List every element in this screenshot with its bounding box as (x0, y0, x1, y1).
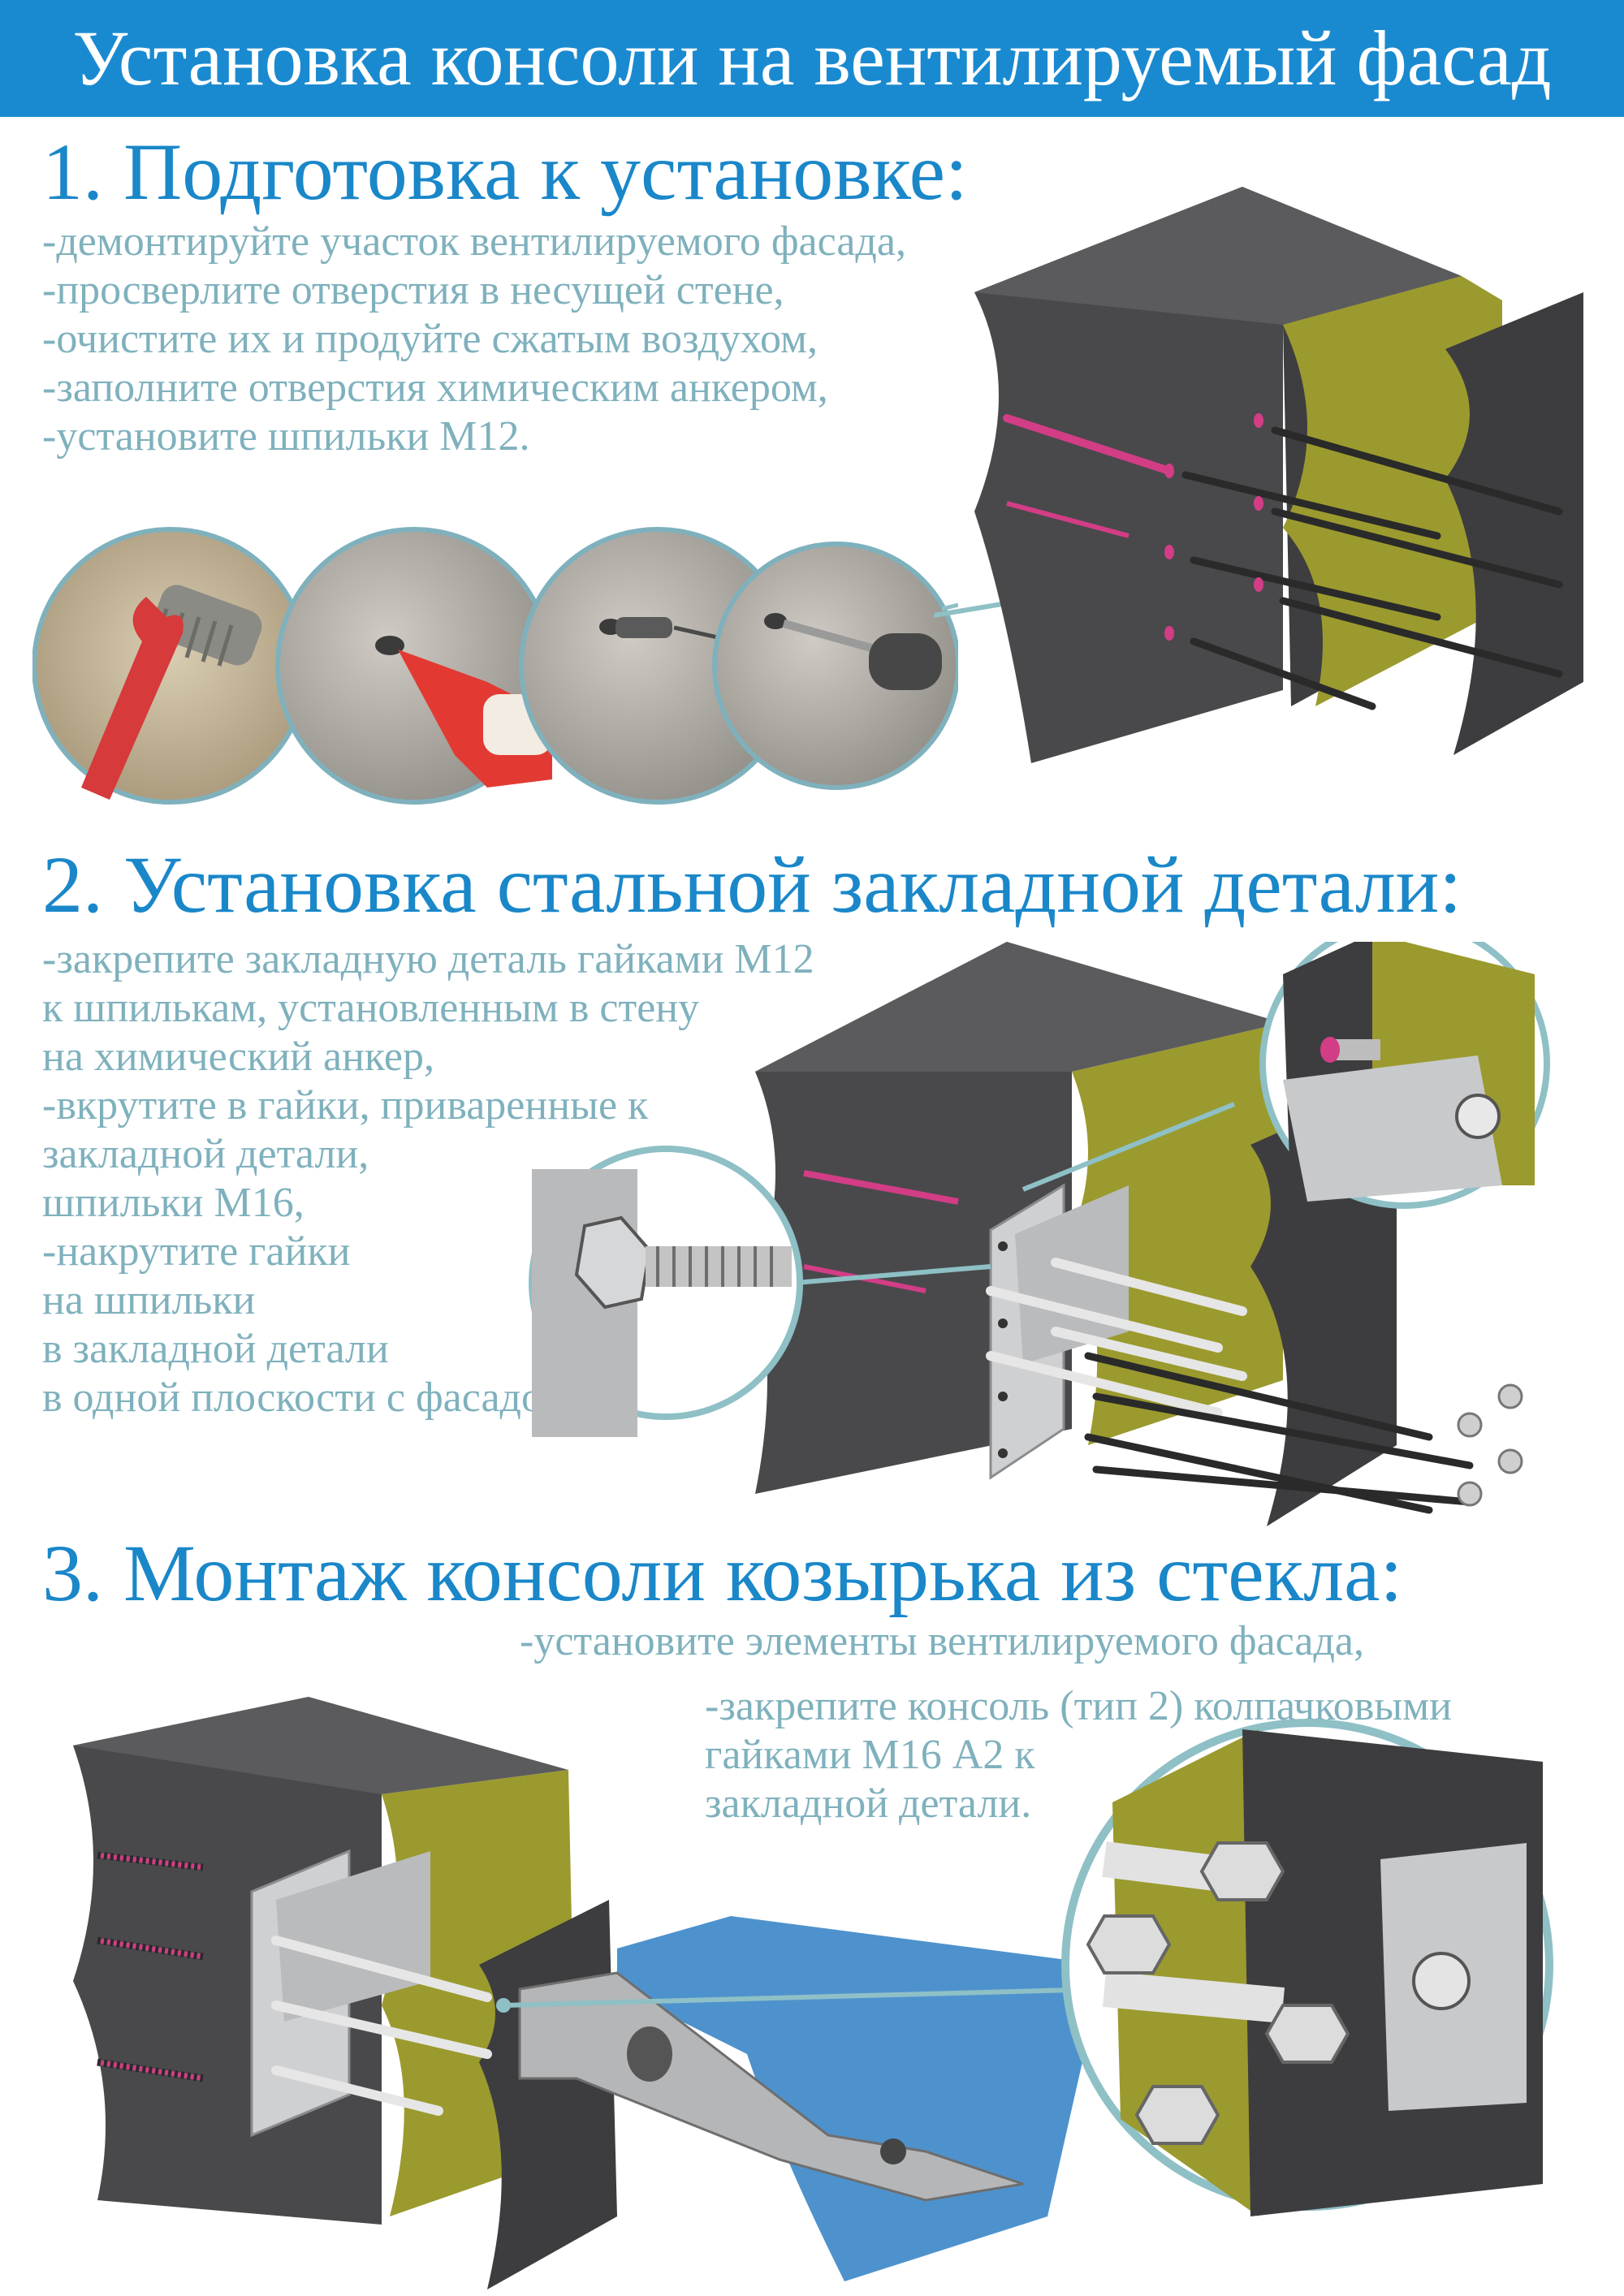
step-text: -накрутите гайки (42, 1228, 351, 1275)
step-text: -установите шпильки М12. (42, 413, 530, 460)
photo-brush-cleaning (519, 527, 797, 805)
wall-diagram-embedded-plate (529, 942, 1550, 1526)
preparation-photos (32, 527, 958, 805)
step-text: шпильки М16, (42, 1180, 304, 1226)
step-text: в закладной детали (42, 1326, 389, 1372)
section-2-heading: 2. Установка стальной закладной детали: (42, 839, 1462, 930)
section-3-steps-a: -установите элементы вентилируемого фаса… (520, 1617, 1364, 1666)
step-text: -закрепите закладную деталь гайками М12 (42, 936, 814, 982)
step-text: -демонтируйте участок вентилируемого фас… (42, 218, 906, 265)
step-text: к шпилькам, установленным в стену (42, 985, 700, 1031)
section-1-steps: -демонтируйте участок вентилируемого фас… (42, 218, 906, 461)
zoom-nut-detail (1021, 942, 1550, 1210)
step-text: на шпильки (42, 1277, 256, 1323)
step-text: -заполните отверстия химическим анкером, (42, 365, 828, 411)
step-text: -просверлите отверстия в несущей стене, (42, 267, 784, 313)
photo-chemical-anchor (275, 527, 553, 805)
photo-drilling (712, 542, 958, 790)
step-text: -очистите их и продуйте сжатым воздухом, (42, 316, 818, 362)
photo-stud-wrench (32, 527, 309, 805)
section-2-steps: -закрепите закладную деталь гайками М12 … (42, 935, 814, 1422)
zoom-bolt-detail (529, 1146, 991, 1437)
page-title: Установка консоли на вентилируемый фасад (72, 15, 1552, 101)
step-text: закладной детали. (705, 1780, 1032, 1827)
step-text: -вкрутите в гайки, приваренные к (42, 1082, 649, 1129)
step-text: на химический анкер, (42, 1034, 434, 1080)
wall-diagram-preparation (934, 187, 1583, 763)
step-text: закладной детали, (42, 1131, 369, 1177)
wall-diagram-glass-canopy (73, 1697, 1553, 2290)
section-1-heading: 1. Подготовка к установке: (42, 127, 968, 217)
step-text: гайками М16 А2 к (705, 1732, 1035, 1778)
zoom-cap-nut-detail (1061, 1719, 1553, 2216)
section-3-heading: 3. Монтаж консоли козырька из стекла: (42, 1528, 1403, 1618)
step-text: в одной плоскости с фасадом. (42, 1375, 579, 1421)
step-text: -установите элементы вентилируемого фаса… (520, 1618, 1364, 1664)
title-banner: Установка консоли на вентилируемый фасад (0, 0, 1624, 117)
